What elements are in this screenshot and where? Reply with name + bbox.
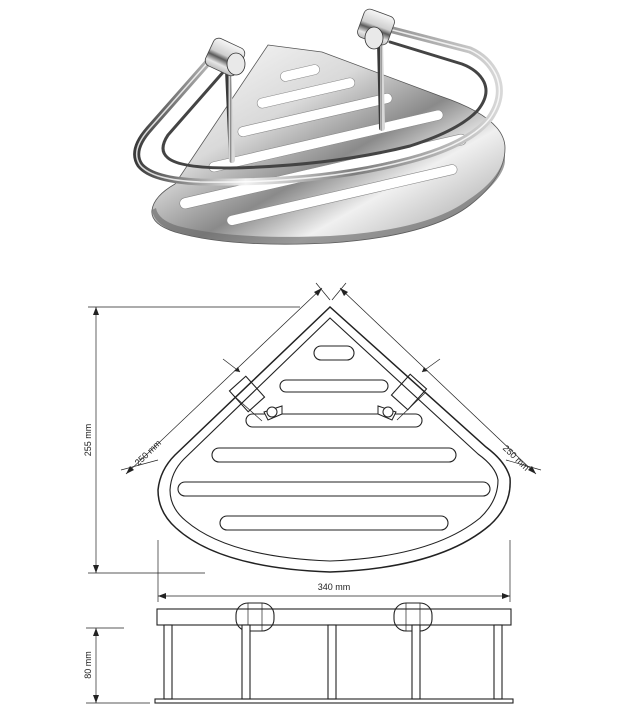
top-view: 255 mm 250 mm 250 mm [83, 282, 542, 574]
render-bracket-left [204, 37, 246, 77]
dim-width-label: 340 mm [318, 582, 351, 592]
top-view-bracket-left [222, 358, 283, 422]
dim-width: 340 mm [157, 540, 511, 602]
front-view-posts [163, 624, 503, 700]
render-bracket-right [357, 8, 395, 50]
top-view-slots [177, 345, 491, 531]
product-render [133, 8, 506, 245]
dim-side-right: 250 mm [331, 282, 542, 475]
front-view-base [154, 698, 514, 704]
front-view-top-rail [156, 608, 512, 626]
render-posts [162, 39, 473, 241]
render-rail-inner [161, 40, 488, 170]
dim-height-label: 255 mm [83, 424, 93, 457]
dim-side-left-label: 250 mm [133, 438, 163, 468]
dim-side-left: 250 mm [120, 282, 331, 475]
dim-height: 255 mm [83, 306, 300, 574]
dim-depth: 80 mm [83, 627, 150, 704]
top-view-inner-outline [169, 317, 499, 562]
top-view-bracket-right [377, 358, 441, 421]
top-view-outline [157, 305, 511, 573]
dim-depth-label: 80 mm [83, 651, 93, 679]
front-view: 340 mm [83, 540, 514, 704]
